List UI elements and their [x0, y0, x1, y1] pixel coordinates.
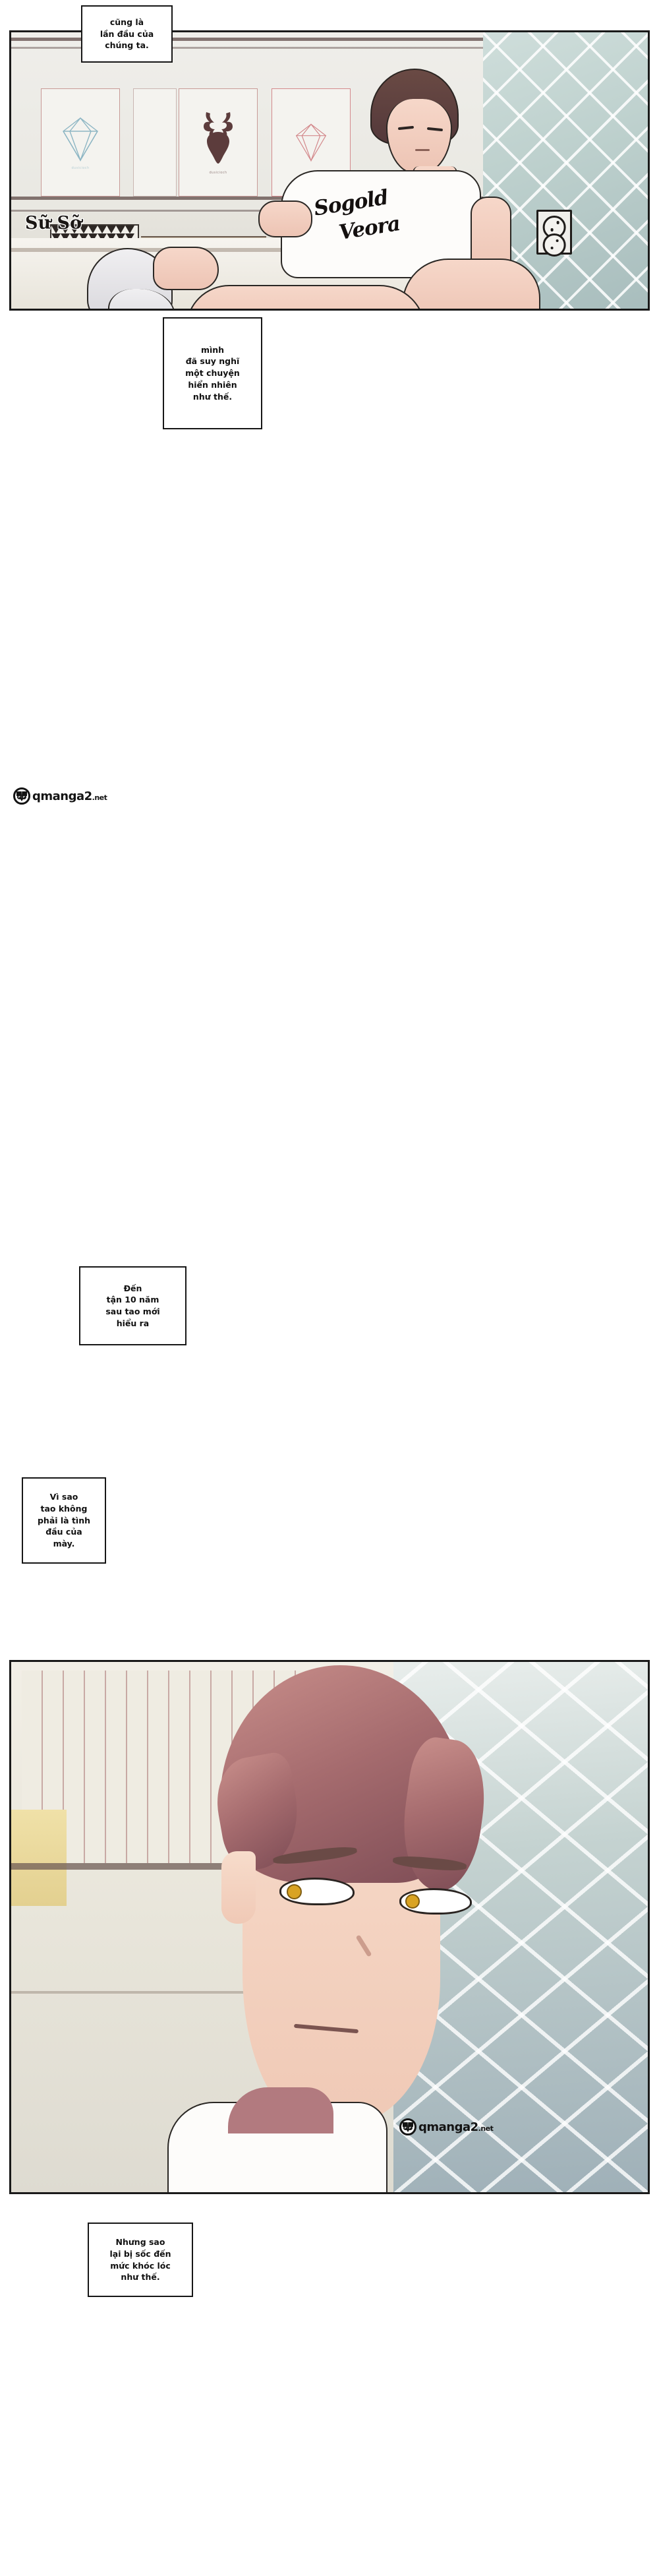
watermark-name: qmanga2 [418, 2120, 478, 2134]
comic-panel-top: dusicioch dusicioch [9, 30, 650, 311]
yellow-accent [9, 1809, 67, 1906]
caption-text: mình đã suy nghĩ một chuyện hiển nhiên n… [185, 344, 240, 402]
collar [228, 2087, 333, 2133]
iris-left [287, 1884, 302, 1899]
caption-text: Đến tận 10 năm sau tao mới hiểu ra [105, 1283, 160, 1328]
diamond-icon [295, 123, 327, 162]
deer-head-icon [204, 111, 233, 164]
caption-box-5: Nhưng sao lại bị sốc đến mức khóc lóc nh… [88, 2223, 193, 2297]
wall-rail [9, 1862, 394, 1870]
teal-lattice-wall [483, 30, 650, 311]
iris-right [405, 1894, 420, 1909]
caption-box-2: mình đã suy nghĩ một chuyện hiển nhiên n… [163, 317, 262, 429]
ear [221, 1851, 256, 1924]
artist-signature: Sữ Sỡ [25, 213, 82, 233]
watermark-text: qmanga2.net [418, 2120, 494, 2134]
arm-left [258, 200, 312, 237]
wall-poster-diamond: dusicioch [41, 88, 120, 197]
poster-caption: dusicioch [209, 170, 227, 175]
eye-left [279, 1878, 355, 1905]
hand-on-head [153, 247, 219, 290]
wall-poster-blank [133, 88, 177, 197]
watermark-qmanga-1: qmanga2.net [13, 787, 107, 805]
wall-moulding-top [9, 38, 484, 41]
bed-edge [9, 248, 484, 252]
watermark-tld: .net [92, 793, 107, 802]
mouth [415, 149, 430, 151]
caption-text: Vì sao tao không phải là tình đầu của mà… [37, 1492, 91, 1549]
caption-box-3: Đến tận 10 năm sau tao mới hiểu ra [79, 1266, 186, 1345]
caption-box-4: Vì sao tao không phải là tình đầu của mà… [22, 1477, 106, 1564]
poster-caption: dusicioch [71, 166, 90, 170]
wall-moulding-mid [9, 197, 484, 200]
watermark-tld: .net [478, 2124, 494, 2133]
body-lying [186, 285, 426, 311]
diamond-icon [63, 117, 98, 162]
power-outlet-icon [536, 210, 572, 257]
watermark-qmanga-2: qmanga2.net [399, 2118, 494, 2135]
owl-icon [13, 787, 30, 805]
leg [402, 259, 540, 311]
caption-box-1: cũng là lần đầu của chúng ta. [81, 5, 173, 63]
watermark-text: qmanga2.net [32, 789, 107, 803]
caption-text: cũng là lần đầu của chúng ta. [100, 16, 154, 51]
watermark-name: qmanga2 [32, 789, 92, 803]
eye-right [399, 1888, 472, 1915]
wall-moulding-top-2 [9, 47, 484, 49]
wall-moulding-mid-2 [9, 210, 484, 212]
caption-text: Nhưng sao lại bị sốc đến mức khóc lóc nh… [109, 2237, 171, 2283]
wall-rail-low [9, 1991, 394, 1994]
wall-poster-deer: dusicioch [179, 88, 258, 197]
comic-panel-bottom [9, 1660, 650, 2194]
outlet-socket-lower [542, 233, 566, 257]
owl-icon [399, 2118, 416, 2135]
